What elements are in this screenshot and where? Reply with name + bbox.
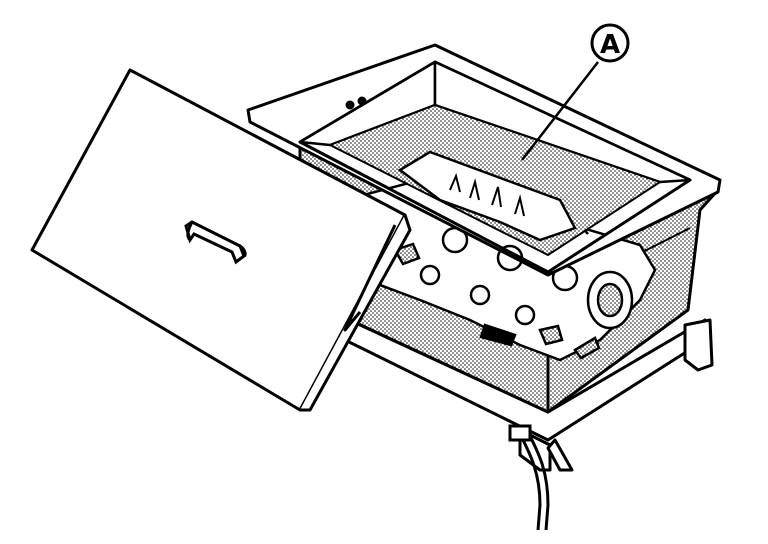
callout-label: A (600, 30, 620, 60)
callout-leader-line (521, 61, 599, 161)
cleaning-solution-surface (327, 103, 663, 257)
callout-circle (590, 23, 630, 63)
callout-a: A (521, 23, 630, 161)
tank-rim (246, 43, 722, 277)
lid-handle-icon (184, 220, 247, 265)
power-cord (508, 424, 550, 531)
